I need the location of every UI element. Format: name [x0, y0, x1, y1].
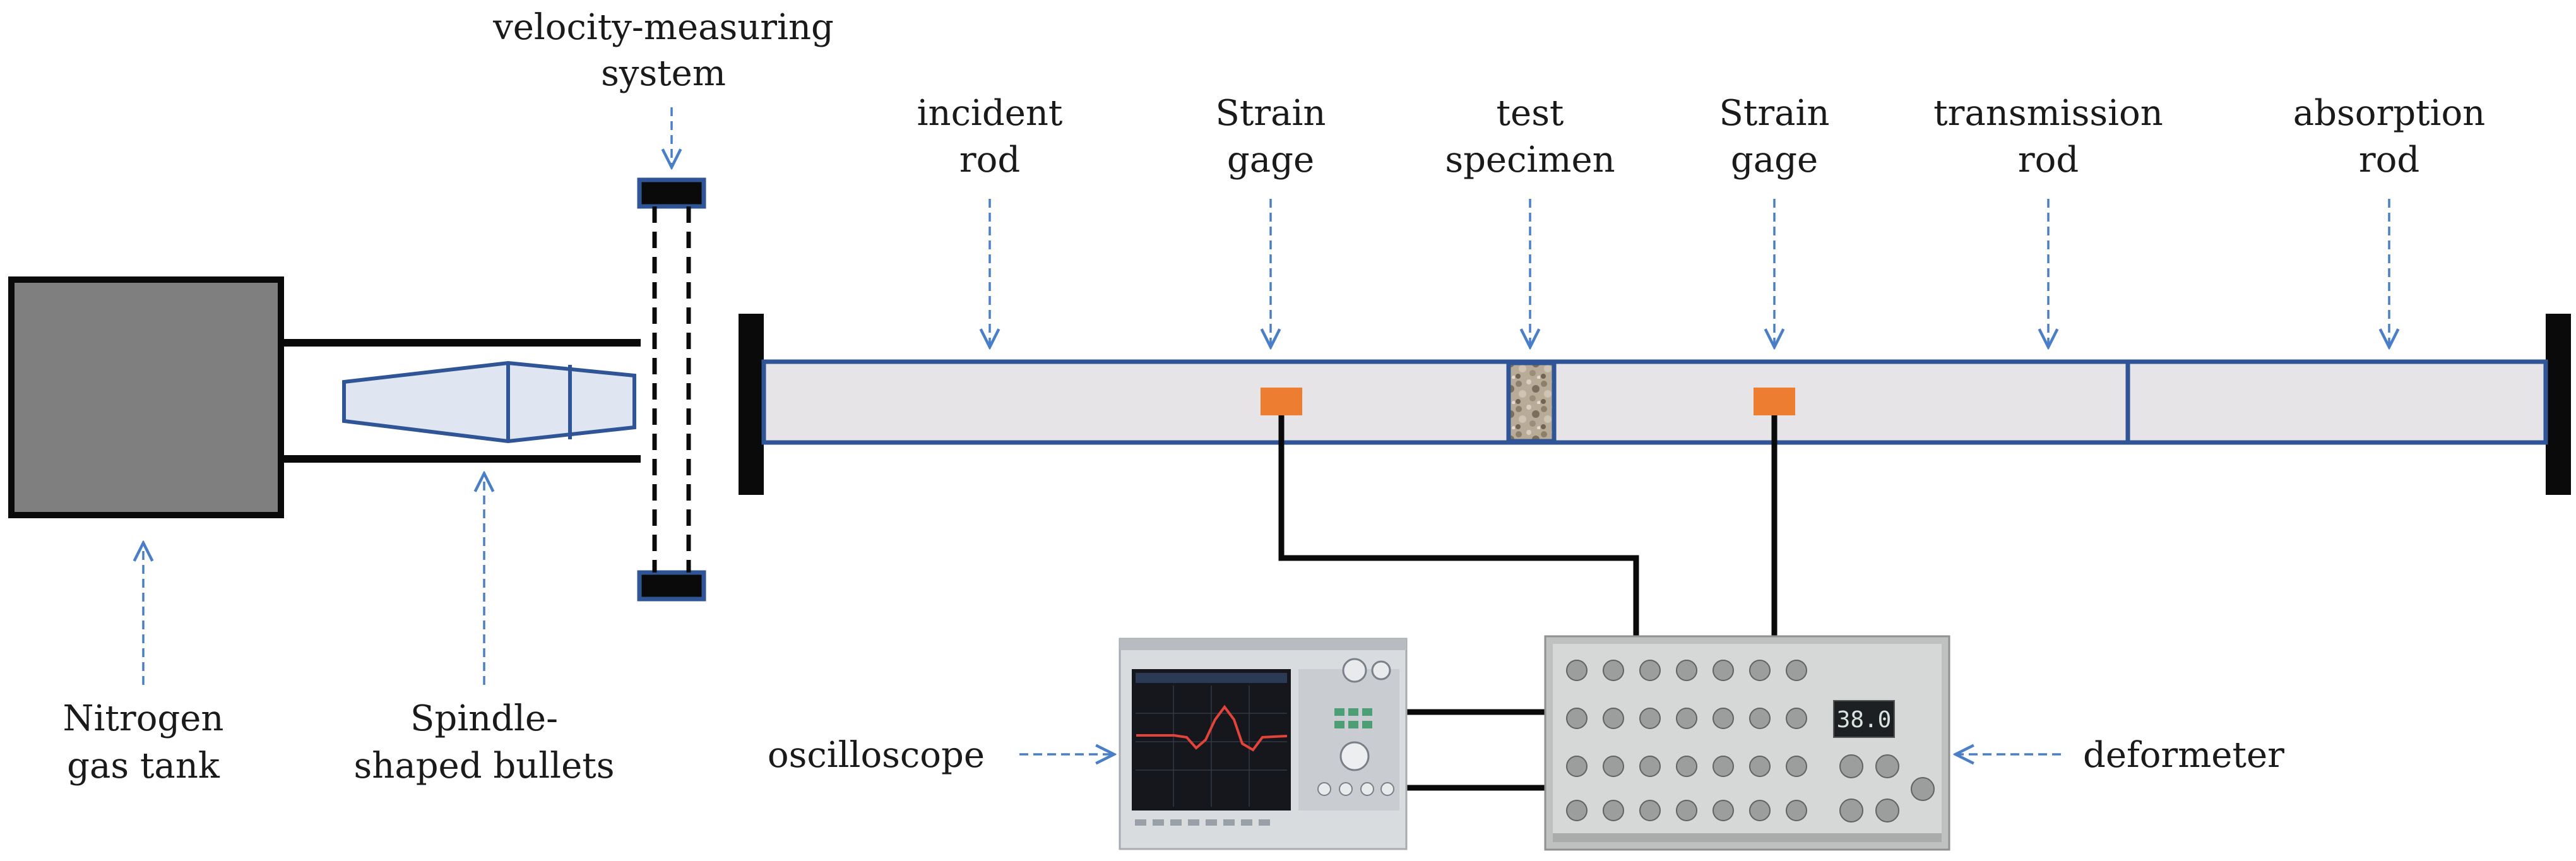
deformeter-knob: [1786, 800, 1807, 821]
deformeter-knob: [1786, 660, 1807, 681]
oscilloscope-photo: [1119, 638, 1408, 850]
deformeter-knob: [1603, 660, 1624, 681]
deformeter-knob: [1603, 756, 1624, 777]
deformeter-knob: [1566, 708, 1588, 729]
deformeter-knob: [1566, 800, 1588, 821]
deformeter-knob: [1875, 754, 1899, 778]
absorption-label-line2: rod: [2359, 140, 2419, 181]
deformeter-knob: [1839, 754, 1863, 778]
nitrogen-label-line2: gas tank: [67, 745, 220, 787]
bullets-label-line2: shaped bullets: [354, 745, 615, 787]
specimen-label-line1: test: [1497, 93, 1564, 134]
deformeter-knob: [1875, 799, 1899, 822]
strain-gage-2-label-line2: gage: [1731, 140, 1818, 181]
right-end-stop: [2546, 314, 2571, 495]
annotation-arrows: [143, 107, 2389, 754]
transmission-label-line1: transmission: [1933, 93, 2163, 134]
deformeter-knob: [1639, 756, 1661, 777]
deformeter-knob: [1676, 660, 1697, 681]
deformeter-display-value: 38.0: [1837, 707, 1892, 733]
velocity-measuring-system: [637, 177, 706, 602]
deformeter-knob: [1749, 708, 1771, 729]
strain-gage-1: [1261, 388, 1302, 415]
strain-gage-2-label-line1: Strain: [1719, 93, 1830, 134]
deformeter-knob: [1712, 708, 1734, 729]
deformeter-photo: 38.0: [1544, 635, 1950, 851]
deformeter-knob: [1712, 756, 1734, 777]
incident-rod: [761, 359, 1558, 445]
bullets-label-line1: Spindle-: [410, 698, 558, 739]
specimen-label-line2: specimen: [1445, 140, 1615, 181]
deformeter-knob: [1566, 756, 1588, 777]
bar-rods: [761, 359, 2548, 445]
velocity-label-line1: velocity-measuring: [492, 7, 834, 48]
signal-wires: [1278, 415, 1778, 791]
deformeter-knob: [1786, 756, 1807, 777]
absorption-rod: [2125, 359, 2548, 445]
test-specimen: [1506, 360, 1557, 444]
deformeter-label: deformeter: [2083, 735, 2284, 776]
labels: velocity-measuring system incident rod S…: [63, 7, 2486, 787]
deformeter-knob: [1566, 660, 1588, 681]
deformeter-knob: [1749, 800, 1771, 821]
incident-label-line2: rod: [959, 140, 1020, 181]
spindle-bullet: [342, 360, 636, 444]
deformeter-knob: [1639, 660, 1661, 681]
transmission-rod: [1550, 359, 2130, 445]
deformeter-knob: [1676, 708, 1697, 729]
nitrogen-gas-tank: [8, 276, 284, 518]
incident-label-line1: incident: [917, 93, 1063, 134]
deformeter-knob: [1639, 708, 1661, 729]
velocity-label-line2: system: [601, 53, 726, 94]
deformeter-knob: [1786, 708, 1807, 729]
deformeter-knob: [1712, 660, 1734, 681]
deformeter-knob: [1676, 800, 1697, 821]
nitrogen-label-line1: Nitrogen: [63, 698, 224, 739]
absorption-label-line1: absorption: [2293, 93, 2486, 134]
launch-barrel: [281, 339, 641, 463]
deformeter-knob: [1749, 660, 1771, 681]
strain-gage-1-label-line1: Strain: [1216, 93, 1326, 134]
left-end-stop: [739, 314, 764, 495]
oscilloscope-label: oscilloscope: [768, 735, 985, 776]
deformeter-knob: [1603, 708, 1624, 729]
strain-gage-1-label-line2: gage: [1227, 140, 1314, 181]
deformeter-knob: [1749, 756, 1771, 777]
deformeter-knob: [1603, 800, 1624, 821]
deformeter-knob: [1712, 800, 1734, 821]
deformeter-knob: [1911, 777, 1935, 801]
transmission-label-line2: rod: [2018, 140, 2079, 181]
deformeter-knob: [1676, 756, 1697, 777]
strain-gage-2: [1754, 388, 1795, 415]
deformeter-knob: [1839, 799, 1863, 822]
deformeter-knob: [1639, 800, 1661, 821]
